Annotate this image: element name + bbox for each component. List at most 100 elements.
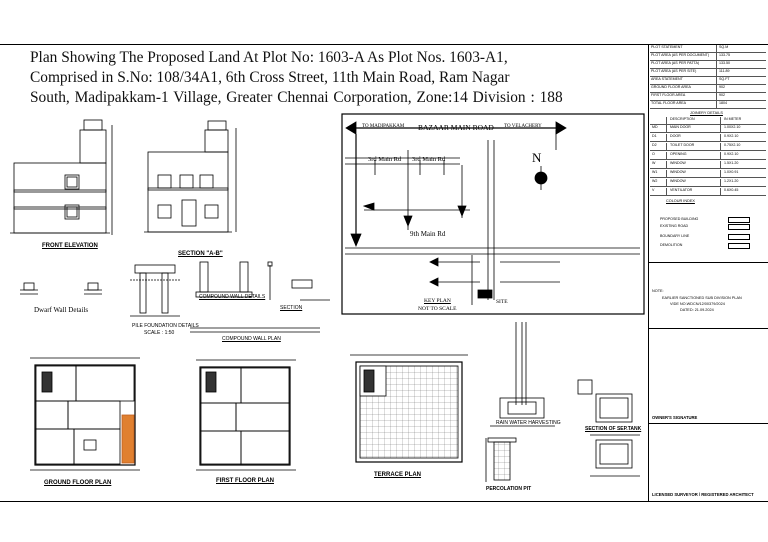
key-to-right: TO VELACHERY (504, 124, 542, 129)
key-to-left: TO MADIPAKKAM (362, 124, 405, 129)
area-row: PLOT AREA (AS PER DOCUMENT)133.75 (650, 53, 766, 61)
schedule-desc: DOOR (667, 134, 721, 142)
schedule-size: 1.5X1.20 (724, 161, 739, 165)
first-floor-plan-drawing (196, 359, 296, 471)
schedule-code: W2 (650, 179, 667, 187)
sheet-title: Plan Showing The Proposed Land At Plot N… (30, 48, 630, 108)
title-line-1: Plan Showing The Proposed Land At Plot N… (30, 49, 508, 66)
schedule-desc: WINDOW (667, 161, 721, 169)
rain-water-label: RAIN WATER HARVESTING (496, 420, 561, 426)
colour-index-title: COLOUR INDEX (666, 199, 695, 203)
schedule-code: O (650, 152, 667, 160)
key-9th-main: 9th Main Rd (410, 230, 446, 238)
area-key: GROUND FLOOR AREA (650, 85, 717, 92)
schedule-size: 0.75X2.10 (724, 143, 741, 147)
schedule-desc: WINDOW (667, 170, 721, 178)
rain-water-drawing (490, 322, 555, 427)
compound-wall-plan-label: COMPOUND WALL PLAN (222, 336, 281, 342)
north-icon: N (532, 150, 542, 165)
schedule-desc: TOILET DOOR (667, 143, 721, 151)
schedule-size: 1.0X0.91 (724, 170, 739, 174)
panel-divider (648, 262, 768, 263)
section-small-label: SECTION (280, 305, 303, 311)
area-row: PLOT AREA (AS PER PATTA)133.50 (650, 61, 766, 69)
schedule-header-code (650, 117, 667, 125)
ground-floor-label: GROUND FLOOR PLAN (44, 480, 112, 486)
panel-divider (648, 328, 768, 329)
first-floor-label: FIRST FLOOR PLAN (216, 478, 274, 484)
schedule-size: 0.9X2.10 (724, 152, 739, 156)
drawing-sheet (0, 44, 768, 502)
compound-wall-details-drawing (195, 261, 330, 301)
compound-wall-plan-drawing (190, 327, 320, 333)
key-plan-drawing (341, 113, 645, 315)
schedule-code: D1 (650, 134, 667, 142)
area-value: 1804 (719, 101, 727, 105)
schedule-code: W (650, 161, 667, 169)
area-key: PLOT STATEMENT (650, 45, 717, 52)
area-value: 902 (719, 85, 725, 89)
schedule-size: 1.00X2.10 (724, 125, 741, 129)
key-3rd-main-a: 3rd Main Rd (368, 156, 402, 163)
schedule-code: W1 (650, 170, 667, 178)
compound-wall-details-label: COMPOUND WALL DETAILS (199, 294, 266, 300)
septic-section-label: SECTION OF SEP.TANK (585, 426, 642, 432)
key-3rd-main-b: 3rd Main Rd (412, 156, 446, 163)
area-key: PLOT AREA (AS PER SITE) (650, 69, 717, 76)
area-value: SQ.FT (719, 77, 730, 81)
septic-tank-drawing (577, 379, 640, 477)
title-block-panel (648, 44, 768, 502)
area-key: PLOT AREA (AS PER DOCUMENT) (650, 53, 717, 60)
key-not-to-scale: NOT TO SCALE (418, 306, 457, 312)
legend-swatch (728, 243, 750, 249)
area-key: PLOT AREA (AS PER PATTA) (650, 61, 717, 68)
schedule-desc: OPENING (667, 152, 721, 160)
section-elevation-drawing (144, 120, 237, 233)
note-line-3: DATED: 21.09.2024 (680, 308, 714, 312)
front-elevation-drawing (10, 119, 113, 235)
percolation-pit-label: PERCOLATION PIT (486, 486, 532, 492)
key-main-road: BAZAAR MAIN ROAD (418, 123, 494, 132)
schedule-desc: WINDOW (667, 179, 721, 187)
dwarf-wall-drawing (20, 282, 102, 295)
legend-item: DEMOLITION (660, 243, 683, 247)
legend-swatch (728, 224, 750, 230)
schedule-code: MD (650, 125, 667, 133)
legend-swatch (728, 234, 750, 240)
note-line-1: EARLIER SANCTIONED SUB DIVISION PLAN (662, 296, 742, 300)
area-key: FIRST FLOOR AREA (650, 93, 717, 100)
schedule-desc: VENTILATOR (667, 188, 721, 196)
legend-item: EXISTING ROAD (660, 224, 689, 228)
title-line-3: South, Madipakkam-1 Village, Greater Che… (30, 89, 563, 106)
surveyor-signature: LICENSED SURVEYOR / REGISTERED ARCHITECT (652, 492, 754, 497)
schedule-title: JOINERY DETAILS (690, 111, 723, 115)
owner-signature: OWNER'S SIGNATURE (652, 415, 698, 420)
legend-item: PROPOSED BUILDING (660, 217, 699, 221)
ground-floor-plan-drawing (30, 357, 140, 471)
note-head: NOTE: (652, 289, 664, 293)
schedule-header-desc: DESCRIPTION (667, 117, 721, 125)
area-value: 902 (719, 93, 725, 97)
section-label: SECTION "A-B" (178, 251, 223, 257)
area-value: SQ.M (719, 45, 729, 49)
title-line-2: Comprised in S.No: 108/34A1, 6th Cross S… (30, 69, 510, 86)
terrace-plan-drawing (350, 354, 468, 463)
schedule-desc: MAIN DOOR (667, 125, 721, 133)
front-elevation-label: FRONT ELEVATION (42, 243, 98, 249)
legend-item: BOUNDARY LINE (660, 234, 690, 238)
area-key: AREA STATEMENT (650, 77, 717, 84)
